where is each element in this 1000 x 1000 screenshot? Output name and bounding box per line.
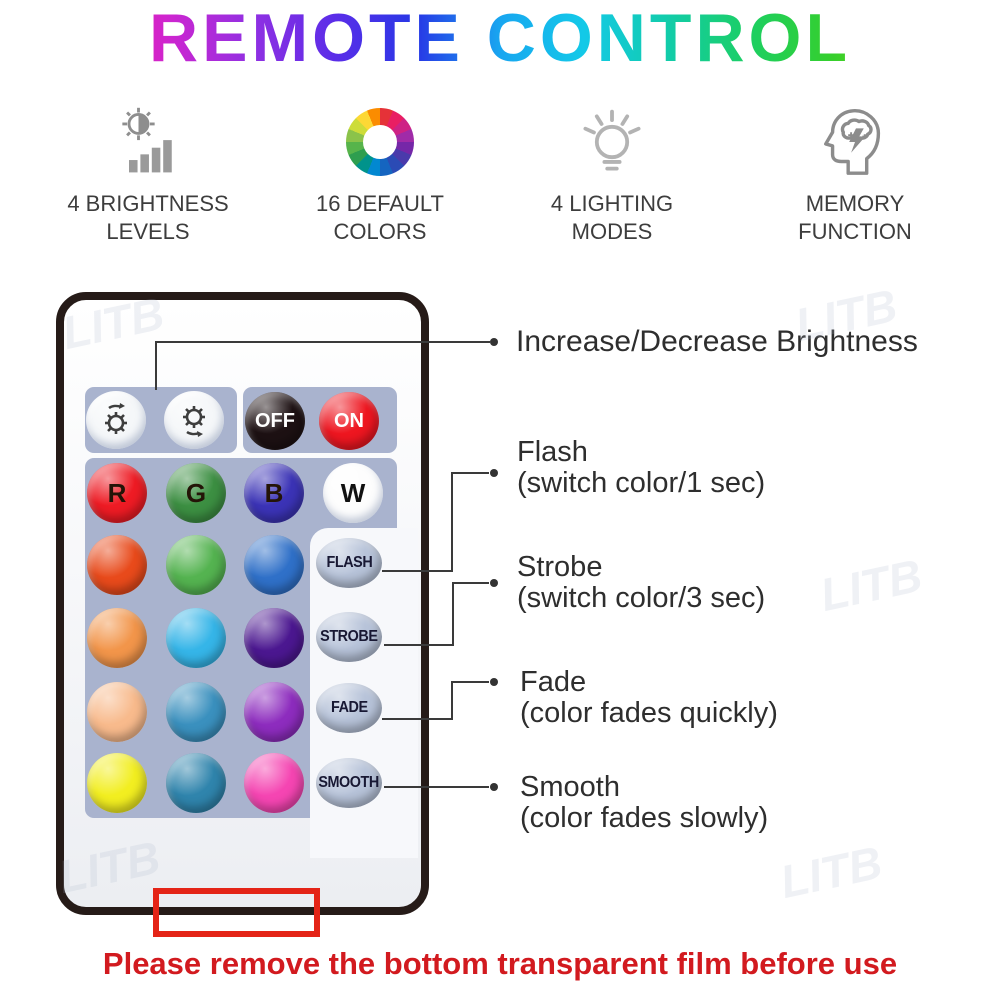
feature-label: 4 LIGHTING MODES bbox=[550, 191, 674, 244]
color-button[interactable] bbox=[87, 608, 147, 668]
color-button[interactable] bbox=[244, 608, 304, 668]
brightness-down-button[interactable] bbox=[164, 391, 224, 449]
page-title: REMOTE CONTROL bbox=[0, 2, 1000, 74]
fade-button[interactable]: FADE bbox=[316, 683, 382, 733]
annotation-brightness: Increase/Decrease Brightness bbox=[516, 325, 918, 358]
warning-text: Please remove the bottom transparent fil… bbox=[102, 946, 898, 981]
feature-label: 16 DEFAULT COLORS bbox=[316, 191, 444, 244]
feature-label: MEMORY FUNCTION bbox=[798, 191, 912, 244]
color-button[interactable] bbox=[166, 682, 226, 742]
flash-button[interactable]: FLASH bbox=[316, 538, 382, 588]
memory-head-icon bbox=[740, 102, 970, 182]
annotation-fade: Fade (color fades quickly) bbox=[520, 666, 778, 729]
feature-lighting-modes: 4 LIGHTING MODES bbox=[497, 102, 727, 246]
color-button[interactable] bbox=[87, 753, 147, 813]
feature-default-colors: 16 DEFAULT COLORS bbox=[265, 102, 495, 246]
on-button[interactable]: ON bbox=[319, 392, 379, 450]
color-button[interactable] bbox=[244, 535, 304, 595]
color-wheel-center bbox=[363, 125, 397, 159]
smooth-button[interactable]: SMOOTH bbox=[316, 758, 382, 808]
color-button[interactable] bbox=[87, 682, 147, 742]
brightness-levels-icon bbox=[33, 102, 263, 182]
annotation-strobe: Strobe (switch color/3 sec) bbox=[517, 551, 766, 614]
feature-brightness-levels: 4 BRIGHTNESS LEVELS bbox=[33, 102, 263, 246]
color-button[interactable] bbox=[166, 608, 226, 668]
off-button[interactable]: OFF bbox=[245, 392, 305, 450]
brightness-up-button[interactable] bbox=[86, 391, 146, 449]
sun-up-icon bbox=[105, 403, 127, 434]
feature-memory-function: MEMORY FUNCTION bbox=[740, 102, 970, 246]
color-button[interactable] bbox=[166, 753, 226, 813]
green-button[interactable]: G bbox=[166, 463, 226, 523]
blue-button[interactable]: B bbox=[244, 463, 304, 523]
feature-label: 4 BRIGHTNESS LEVELS bbox=[67, 191, 229, 244]
film-highlight-box bbox=[153, 888, 320, 937]
color-button[interactable] bbox=[244, 753, 304, 813]
color-button[interactable] bbox=[244, 682, 304, 742]
annotation-smooth: Smooth (color fades slowly) bbox=[520, 771, 769, 834]
watermark: LITB bbox=[815, 548, 927, 622]
color-wheel-icon bbox=[346, 108, 414, 176]
red-button[interactable]: R bbox=[87, 463, 147, 523]
color-button[interactable] bbox=[166, 535, 226, 595]
sun-down-icon bbox=[183, 406, 205, 437]
annotation-flash: Flash (switch color/1 sec) bbox=[517, 436, 766, 499]
watermark: LITB bbox=[775, 835, 887, 909]
color-button[interactable] bbox=[87, 535, 147, 595]
white-button[interactable]: W bbox=[323, 463, 383, 523]
strobe-button[interactable]: STROBE bbox=[316, 612, 382, 662]
light-bulb-icon bbox=[497, 102, 727, 182]
